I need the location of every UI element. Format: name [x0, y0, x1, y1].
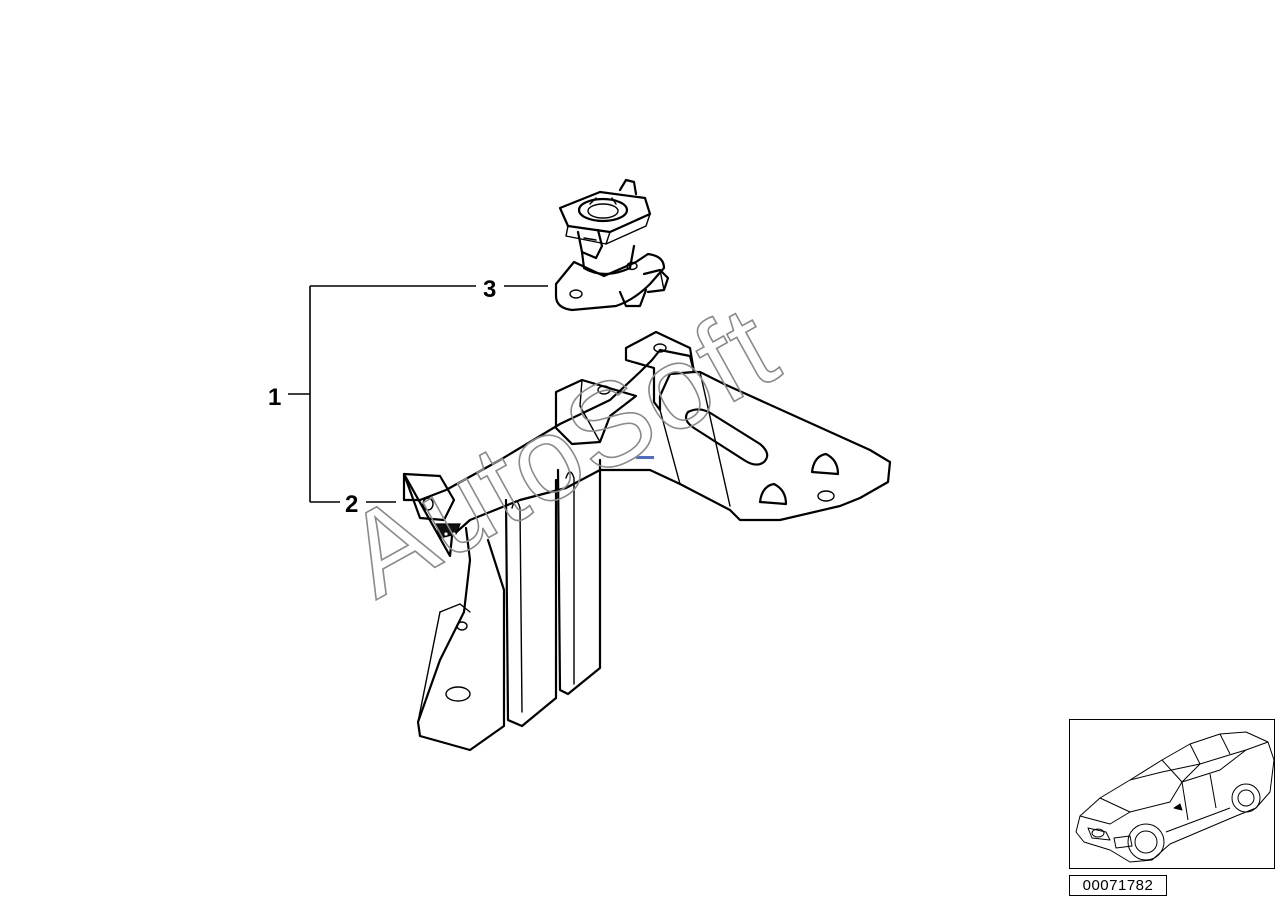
callout-leaders — [288, 285, 548, 503]
car-sedan-icon — [1075, 731, 1275, 863]
marker-dash — [636, 456, 654, 459]
vehicle-thumbnail — [1069, 719, 1275, 869]
part-3-actuator[interactable] — [554, 178, 670, 312]
watermark: AutoSoft — [325, 280, 799, 623]
callout-1[interactable]: 1 — [268, 384, 281, 411]
callout-2[interactable]: 2 — [345, 491, 358, 518]
part-2-bracket[interactable] — [402, 330, 892, 752]
diagram-number: 00071782 — [1069, 875, 1167, 896]
callout-3[interactable]: 3 — [483, 276, 496, 303]
